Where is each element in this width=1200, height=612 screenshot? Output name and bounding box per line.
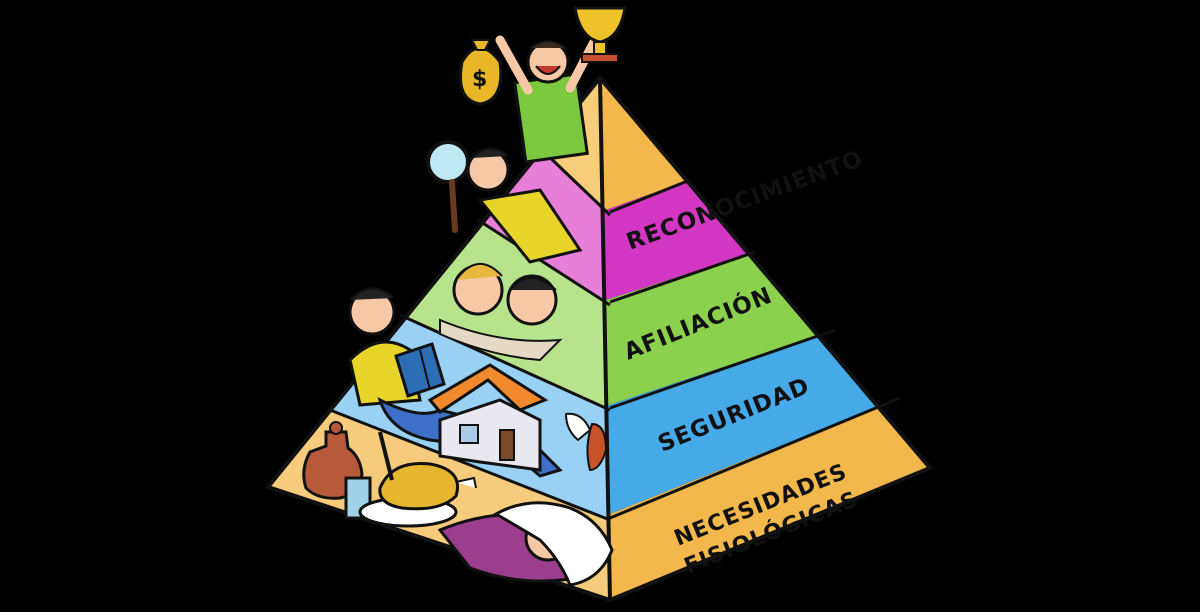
svg-text:$: $ xyxy=(472,67,487,92)
magnifying-glass-icon xyxy=(428,142,468,230)
money-bag-icon: $ xyxy=(460,40,500,104)
cheering-person-figure xyxy=(500,40,595,162)
trophy-icon xyxy=(575,8,625,62)
